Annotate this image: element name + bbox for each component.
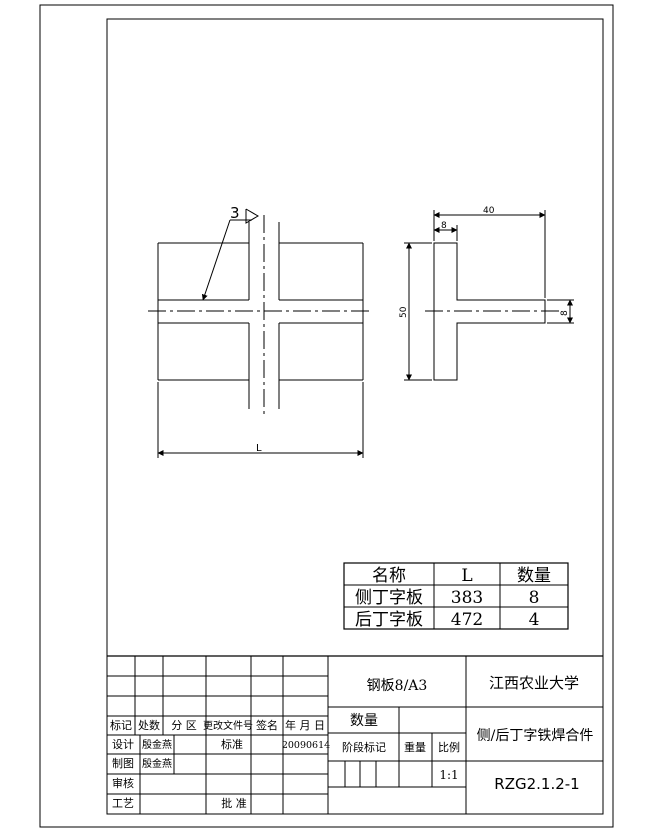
parts-row-0-length: 383 <box>451 588 483 608</box>
inner-frame <box>106 18 604 815</box>
draw-label: 制图 <box>112 757 134 770</box>
scale-value: 1:1 <box>439 768 458 782</box>
material-label: 钢板8/A3 <box>367 678 428 694</box>
standard-label: 标准 <box>221 737 243 751</box>
rev-header-zone: 分 区 <box>171 719 197 732</box>
design-label: 设计 <box>112 738 134 751</box>
title-block <box>107 655 603 814</box>
quantity-label: 数量 <box>350 713 378 729</box>
dim-length-label: L <box>256 443 262 454</box>
rev-header-count: 处数 <box>138 719 160 732</box>
school-name: 江西农业大学 <box>489 674 579 692</box>
process-label: 工艺 <box>112 797 134 810</box>
part-name: 侧/后丁字铁焊合件 <box>477 728 594 744</box>
dim-height-label: 50 <box>399 306 409 318</box>
dim-width-label: 40 <box>483 206 495 216</box>
dim-stem-label: 8 <box>560 310 570 316</box>
design-date: 20090614 <box>282 740 330 751</box>
rev-header-sign: 签名 <box>256 718 278 732</box>
drawing-number: RZG2.1.2-1 <box>494 775 579 793</box>
outer-border <box>39 4 614 828</box>
parts-row-1-length: 472 <box>451 610 483 630</box>
side-view <box>404 210 574 381</box>
rev-header-docno: 更改文件号 <box>203 719 253 732</box>
parts-header-qty: 数量 <box>517 566 551 586</box>
drawer-name: 殷金燕 <box>142 757 172 770</box>
weld-leader-label: 3 <box>230 204 240 222</box>
parts-row-0-qty: 8 <box>529 588 540 608</box>
weight-label: 重量 <box>404 740 426 754</box>
designer-name: 殷金燕 <box>142 738 172 751</box>
parts-table <box>343 562 569 630</box>
approve-label: 批 准 <box>221 796 247 810</box>
dim-thickness-label: 8 <box>441 221 447 231</box>
rev-header-mark: 标记 <box>110 718 132 732</box>
parts-header-length: L <box>461 566 472 586</box>
parts-row-0-name: 侧丁字板 <box>355 588 423 608</box>
stage-label: 阶段标记 <box>342 740 386 754</box>
check-label: 审核 <box>112 776 134 790</box>
parts-row-1-qty: 4 <box>529 610 540 630</box>
parts-row-1-name: 后丁字板 <box>355 610 423 630</box>
scale-label: 比例 <box>438 740 460 754</box>
rev-header-date: 年 月 日 <box>285 718 325 732</box>
parts-header-name: 名称 <box>372 566 406 586</box>
front-view <box>148 208 372 458</box>
